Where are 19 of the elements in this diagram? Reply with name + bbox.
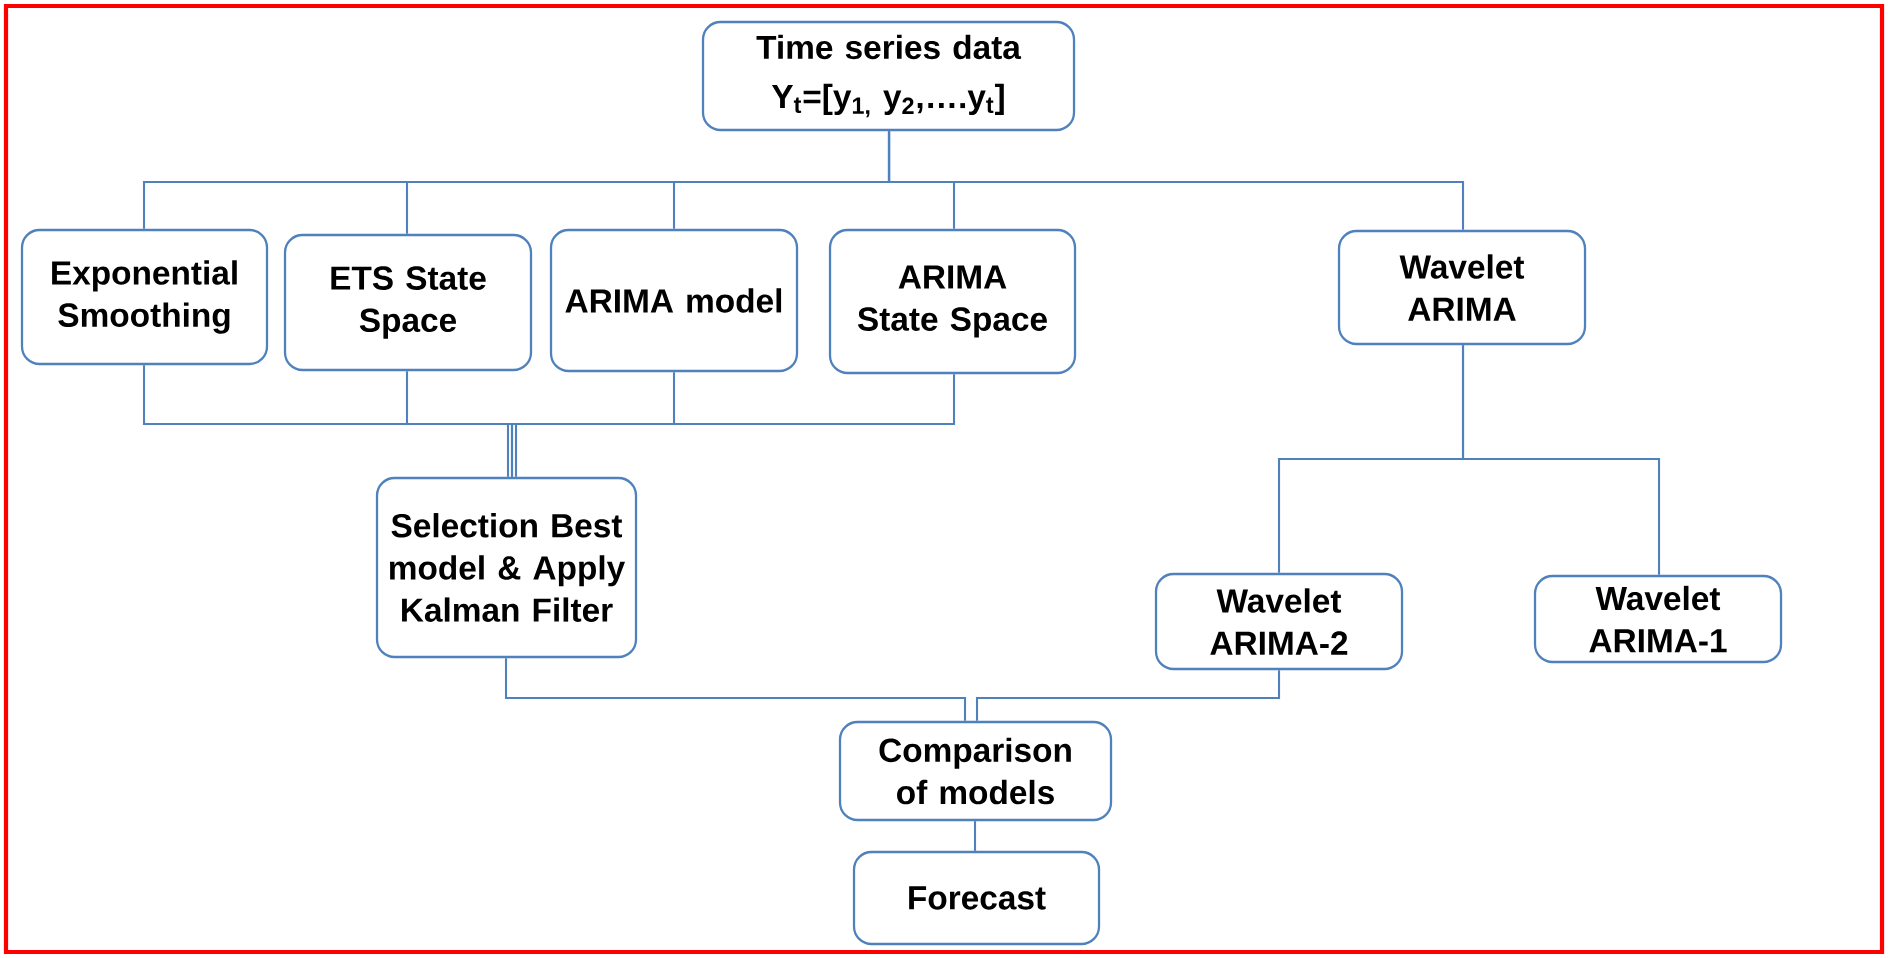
process-box: Wavelet ARIMA-1 [1533, 574, 1783, 664]
process-box: Selection Best model & Apply Kalman Filter [375, 476, 638, 659]
connector-line [510, 374, 956, 477]
process-box: Wavelet ARIMA-2 [1154, 572, 1404, 671]
connector-line [887, 131, 1465, 230]
process-box: Comparison of models [838, 720, 1113, 822]
process-box: Exponential Smoothing [20, 228, 269, 366]
process-box: ARIMA State Space [828, 228, 1077, 375]
connector-line [1461, 345, 1661, 575]
connector-line [504, 658, 967, 721]
process-box: ARIMA model [549, 228, 799, 373]
process-box: ETS State Space [283, 233, 533, 372]
process-box: Time series data Y$_{t}$=[y$_{1,}$ y$_{2}$,….y$_{t}$] [701, 20, 1076, 132]
connector-line [142, 365, 510, 477]
process-box: Wavelet ARIMA [1337, 229, 1587, 346]
connector-line [975, 670, 1281, 721]
process-box: Forecast [852, 850, 1101, 946]
connector-line [514, 372, 676, 477]
connector-line [973, 821, 977, 851]
